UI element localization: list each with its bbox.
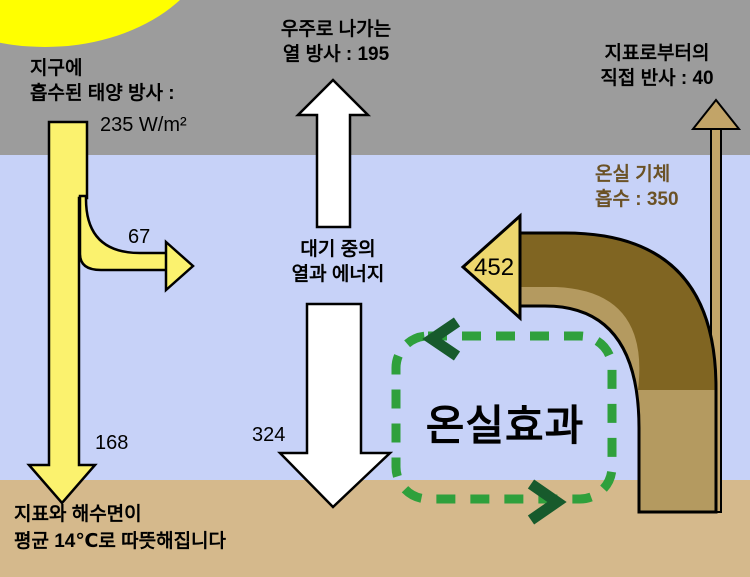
absorbed-solar-value: 235 W/m²: [100, 114, 187, 136]
greenhouse-arrow-outline: [518, 231, 718, 514]
flow-value-67: 67: [128, 226, 151, 248]
loop-chevron-left-icon: [422, 317, 461, 361]
surface-warming-label: 지표와 해수면이 평균 14℃로 따뜻해집니다: [14, 504, 227, 552]
greenhouse-arrow-dark-band: [520, 233, 716, 390]
flow-value-168: 168: [95, 432, 129, 454]
atmosphere-energy-label: 대기 중의 열과 에너지: [291, 239, 385, 286]
flow-value-452: 452: [474, 254, 515, 281]
absorbed-solar-label: 지구에 흡수된 태양 방사 :: [30, 58, 175, 105]
greenhouse-arrow-head: [460, 212, 522, 322]
space-radiation-label: 우주로 나가는 열 방사 : 195: [280, 19, 392, 66]
ground-band: [0, 480, 750, 577]
greenhouse-absorption-label: 온실 기체 흡수 : 350: [595, 164, 679, 211]
loop-chevron-right-icon: [527, 479, 567, 525]
greenhouse-effect-title: 온실효과: [425, 402, 585, 449]
direct-reflection-label: 지표로부터의 직접 반사 : 40: [600, 43, 714, 90]
reflected-solar-branch-head: [164, 239, 195, 293]
solar-radiation-arrow: [26, 120, 98, 505]
greenhouse-loop-dashed-box: [391, 331, 617, 504]
back-radiation-arrow: [277, 302, 394, 509]
sun-icon: [0, 0, 180, 47]
flow-value-324: 324: [252, 424, 286, 446]
direct-reflection-arrow-head: [690, 98, 742, 130]
space-radiation-arrow: [294, 78, 372, 229]
